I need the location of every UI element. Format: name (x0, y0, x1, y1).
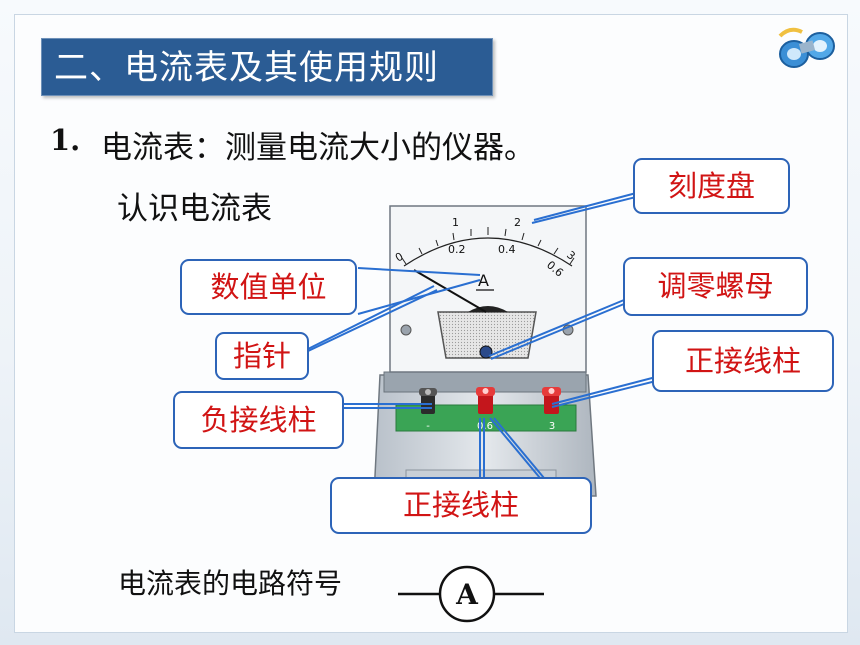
meter-unit-letter: A (478, 271, 489, 290)
label-positive-terminal-right: 正接线柱 (652, 330, 834, 392)
screw-icon (400, 324, 412, 336)
scale-top-2: 2 (514, 216, 521, 229)
label-positive-terminal-bottom: 正接线柱 (330, 477, 592, 534)
point-number: 1. (50, 123, 81, 157)
scale-bottom-0-4: 0.4 (498, 243, 516, 256)
dial-ticks (401, 227, 575, 265)
label-pointer: 指针 (215, 332, 309, 380)
ammeter-symbol-letter: A (455, 578, 479, 611)
terminal-label-3: 3 (549, 421, 555, 432)
subheading: 认识电流表 (117, 191, 272, 227)
positive-terminal-0-6 (476, 387, 495, 414)
point-text: 电流表：测量电流大小的仪器。 (101, 130, 535, 166)
label-dial: 刻度盘 (633, 158, 790, 214)
dial-arc (403, 237, 573, 267)
binoculars-icon (778, 27, 835, 68)
scale-top-1: 1 (452, 216, 459, 229)
scale-bottom-0-2: 0.2 (448, 243, 466, 256)
meter-pointer (413, 269, 487, 313)
positive-terminal-3 (542, 387, 561, 414)
symbol-caption: 电流表的电路符号 (118, 567, 343, 600)
label-negative-terminal: 负接线柱 (173, 391, 344, 449)
label-zero-nut: 调零螺母 (623, 257, 808, 316)
ammeter-symbol: A (398, 565, 544, 623)
terminal-label-negative: - (426, 421, 430, 432)
label-unit: 数值单位 (180, 259, 357, 315)
slide-title: 二、电流表及其使用规则 (41, 38, 493, 96)
